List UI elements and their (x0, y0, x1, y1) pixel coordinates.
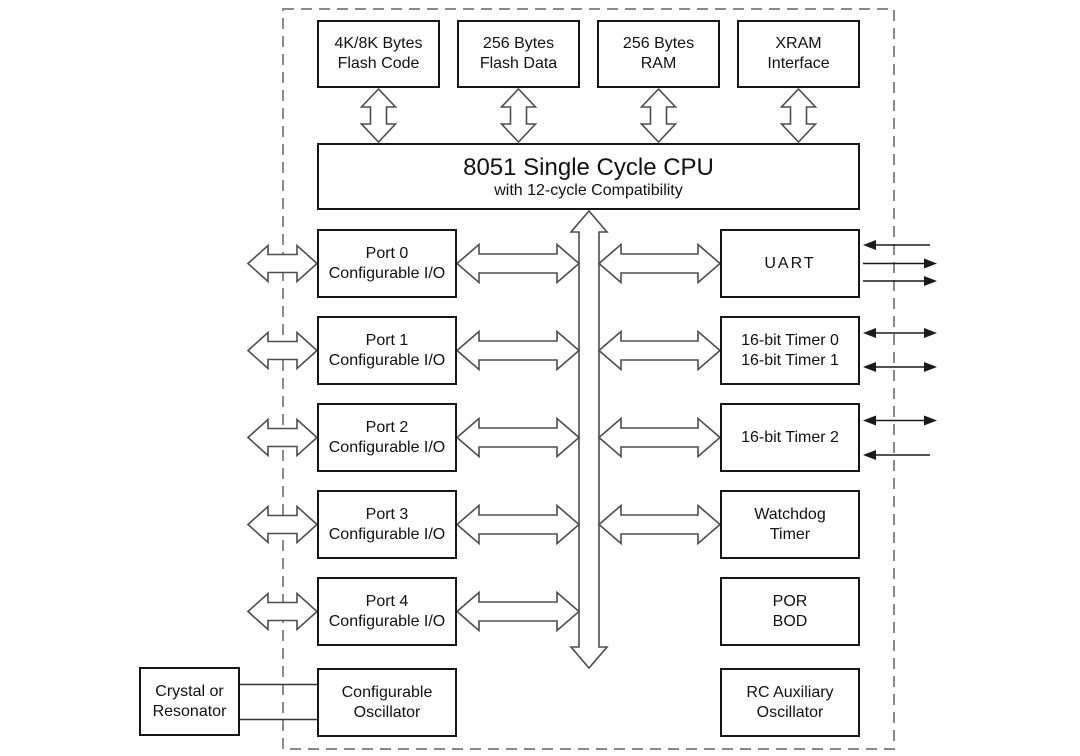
timer2-input-arrow (863, 450, 930, 460)
uart-rx-arrow (863, 240, 930, 250)
xram-cpu-arrow (779, 87, 818, 144)
timer2-io-arrow-head-in (863, 415, 876, 426)
flash-data-cpu-arrow (499, 87, 538, 144)
timer2-block: 16-bit Timer 2 (720, 403, 860, 472)
timer01-io-arrow-2-head-in (863, 362, 876, 372)
timer01-bus-arrow (597, 329, 722, 372)
timer01-io-arrow-1-head-in (863, 328, 876, 338)
timer01-io-arrow-2 (863, 362, 937, 372)
port3-block: Port 3 Configurable I/O (317, 490, 457, 559)
xram-interface-block: XRAM Interface (737, 20, 860, 88)
port0-block: Port 0 Configurable I/O (317, 229, 457, 298)
ram-block: 256 Bytes RAM (597, 20, 720, 88)
port0-bus-arrow (455, 242, 581, 285)
ram-cpu-arrow (639, 87, 678, 144)
uart-block: UART (720, 229, 860, 298)
timer01-io-arrow-2-head-out (924, 362, 937, 372)
flash-code-block: 4K/8K Bytes Flash Code (317, 20, 440, 88)
cpu-block: 8051 Single Cycle CPU with 12-cycle Comp… (317, 143, 860, 210)
port3-bus-arrow (455, 503, 581, 546)
timer01-block: 16-bit Timer 0 16-bit Timer 1 (720, 316, 860, 385)
watchdog-bus-arrow (597, 503, 722, 546)
crystal-resonator-block: Crystal or Resonator (139, 667, 240, 736)
chip-boundary-dashed-border (282, 8, 895, 750)
uart-tx-arrow-2-head-out (924, 276, 937, 286)
cpu-internal-bus-arrow (569, 209, 609, 670)
port4-bus-arrow (455, 590, 581, 633)
uart-bus-arrow (597, 242, 722, 285)
rc-aux-oscillator-block: RC Auxiliary Oscillator (720, 668, 860, 737)
port2-bus-arrow (455, 416, 581, 459)
timer01-io-arrow-1-head-out (924, 328, 937, 338)
port4-block: Port 4 Configurable I/O (317, 577, 457, 646)
uart-tx-arrow-1 (863, 258, 937, 269)
timer2-io-arrow-head-out (924, 415, 937, 426)
timer2-input-arrow-head-in (863, 450, 876, 460)
flash-code-cpu-arrow (359, 87, 398, 144)
watchdog-timer-block: Watchdog Timer (720, 490, 860, 559)
uart-rx-arrow-head-in (863, 240, 876, 250)
uart-tx-arrow-2 (863, 276, 937, 286)
flash-data-block: 256 Bytes Flash Data (457, 20, 580, 88)
timer01-io-arrow-1 (863, 328, 937, 338)
timer2-io-arrow (863, 415, 937, 426)
uart-tx-arrow-1-head-out (924, 258, 937, 269)
port1-bus-arrow (455, 329, 581, 372)
configurable-oscillator-block: Configurable Oscillator (317, 668, 457, 737)
cpu-title: 8051 Single Cycle CPU (463, 153, 714, 181)
port2-block: Port 2 Configurable I/O (317, 403, 457, 472)
por-bod-block: POR BOD (720, 577, 860, 646)
cpu-subtitle: with 12-cycle Compatibility (494, 181, 683, 199)
timer2-bus-arrow (597, 416, 722, 459)
port1-block: Port 1 Configurable I/O (317, 316, 457, 385)
